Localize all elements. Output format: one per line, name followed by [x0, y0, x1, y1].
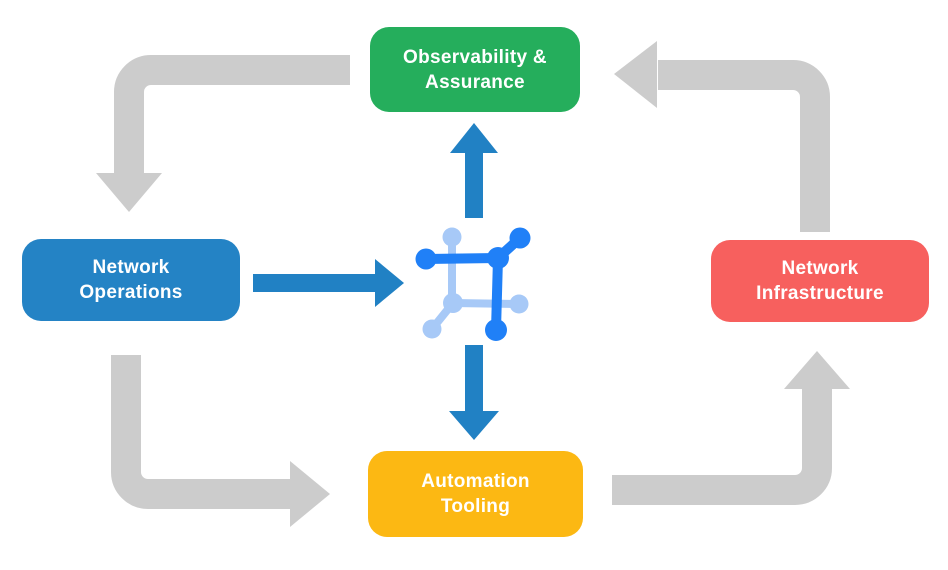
arrow-observability-to-operations	[96, 55, 350, 212]
arrow-platform-to-automation	[449, 345, 499, 440]
arrow-operations-to-platform	[253, 259, 404, 307]
arrow-infrastructure-to-observability	[614, 41, 830, 232]
node-observability-assurance-label: Observability & Assurance	[403, 46, 547, 93]
node-automation-tooling: Automation Tooling	[368, 451, 583, 537]
node-network-operations: Network Operations	[22, 239, 240, 321]
node-network-operations-label: Network Operations	[79, 257, 183, 303]
network-platform-icon-dark-nodes	[415, 227, 531, 341]
network-platform-icon-light-nodes	[422, 227, 529, 339]
node-network-infrastructure-label: Network Infrastructure	[756, 258, 884, 304]
node-automation-tooling-label: Automation Tooling	[421, 471, 530, 517]
node-network-infrastructure: Network Infrastructure	[711, 240, 929, 322]
arrow-operations-to-automation	[111, 355, 330, 527]
arrow-platform-to-observability	[450, 123, 498, 218]
arrow-automation-to-infrastructure	[612, 351, 850, 505]
node-observability-assurance: Observability & Assurance	[370, 27, 580, 112]
